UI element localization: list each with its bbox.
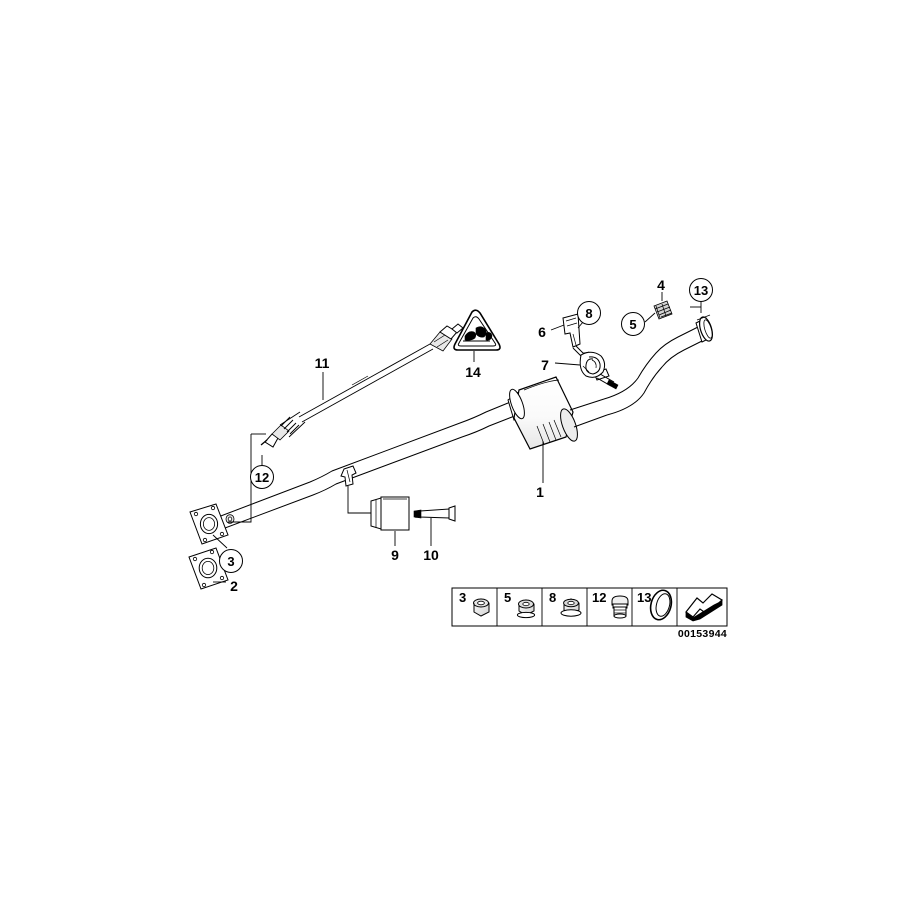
catalytic-converter — [507, 376, 608, 450]
rear-pipe-section — [603, 326, 703, 416]
callout-label-4: 4 — [657, 277, 665, 293]
pipe-stud-nut — [225, 514, 235, 524]
legend-num-5: 5 — [504, 590, 511, 605]
hex-flange-nut-wide-icon — [560, 598, 582, 617]
callout-label-2: 2 — [230, 578, 238, 594]
exhaust-pipe-assembly — [188, 314, 714, 590]
legend-cell-13: 13 — [637, 589, 673, 621]
legend-num-13: 13 — [637, 590, 651, 605]
callout-circle-12 — [250, 465, 274, 489]
legend-cell-3: 3 — [459, 590, 490, 617]
callout-label-3: 3 — [227, 554, 234, 569]
sensor-boot — [279, 411, 306, 438]
part-code: 00153944 — [678, 628, 727, 640]
rear-flange-sealing-ring — [695, 314, 714, 343]
tension-spring — [653, 300, 673, 320]
hex-collar-nut-icon — [473, 598, 490, 617]
callout-label-6: 6 — [538, 324, 546, 340]
legend-cell-12: 12 — [592, 590, 629, 619]
callout-label-9: 9 — [391, 547, 399, 563]
legend-num-12: 12 — [592, 590, 606, 605]
exhaust-gasket — [188, 547, 229, 590]
callout-label-8: 8 — [585, 306, 592, 321]
callout-circle-8 — [577, 301, 601, 325]
callout-circles — [219, 278, 713, 573]
legend-cell-arrow — [685, 593, 723, 622]
legend-num-3: 3 — [459, 590, 466, 605]
callout-circle-5 — [621, 312, 645, 336]
legend-cell-5: 5 — [504, 590, 536, 619]
callout-label-5: 5 — [629, 317, 636, 332]
callout-label-14: 14 — [465, 364, 481, 380]
sealing-ring-icon — [649, 589, 673, 621]
legend-frame — [451, 587, 728, 627]
callout-label-7: 7 — [541, 357, 549, 373]
callout-label-1: 1 — [536, 484, 544, 500]
legend-strip: 3 5 8 — [451, 587, 728, 640]
legend-num-8: 8 — [549, 590, 556, 605]
vibration-absorber — [370, 496, 410, 531]
pipe-hanger-peg — [340, 465, 357, 487]
oxygen-sensor — [260, 323, 464, 448]
callout-label-11: 11 — [315, 355, 330, 371]
callout-label-12: 12 — [255, 470, 269, 485]
rubber-mount-clamp — [579, 351, 619, 390]
sealing-plug-icon — [611, 595, 629, 619]
hex-flange-nut-icon — [516, 599, 536, 619]
hanger-bracket-assembly — [562, 313, 619, 390]
arrow-direction-icon — [685, 593, 723, 622]
hand-crush-glyph — [463, 326, 493, 342]
hex-bolt — [413, 505, 456, 522]
callout-label-10: 10 — [423, 547, 439, 563]
callout-labels: 1 2 3 4 5 6 7 8 9 10 11 12 13 14 — [227, 277, 708, 594]
leader-lines — [212, 292, 702, 583]
warning-symbol-hand-crush — [453, 309, 501, 351]
front-flange — [189, 503, 229, 545]
callout-circle-13 — [689, 278, 713, 302]
callout-circle-3 — [219, 549, 243, 573]
legend-cell-8: 8 — [549, 590, 582, 617]
callout-label-13: 13 — [694, 283, 708, 298]
